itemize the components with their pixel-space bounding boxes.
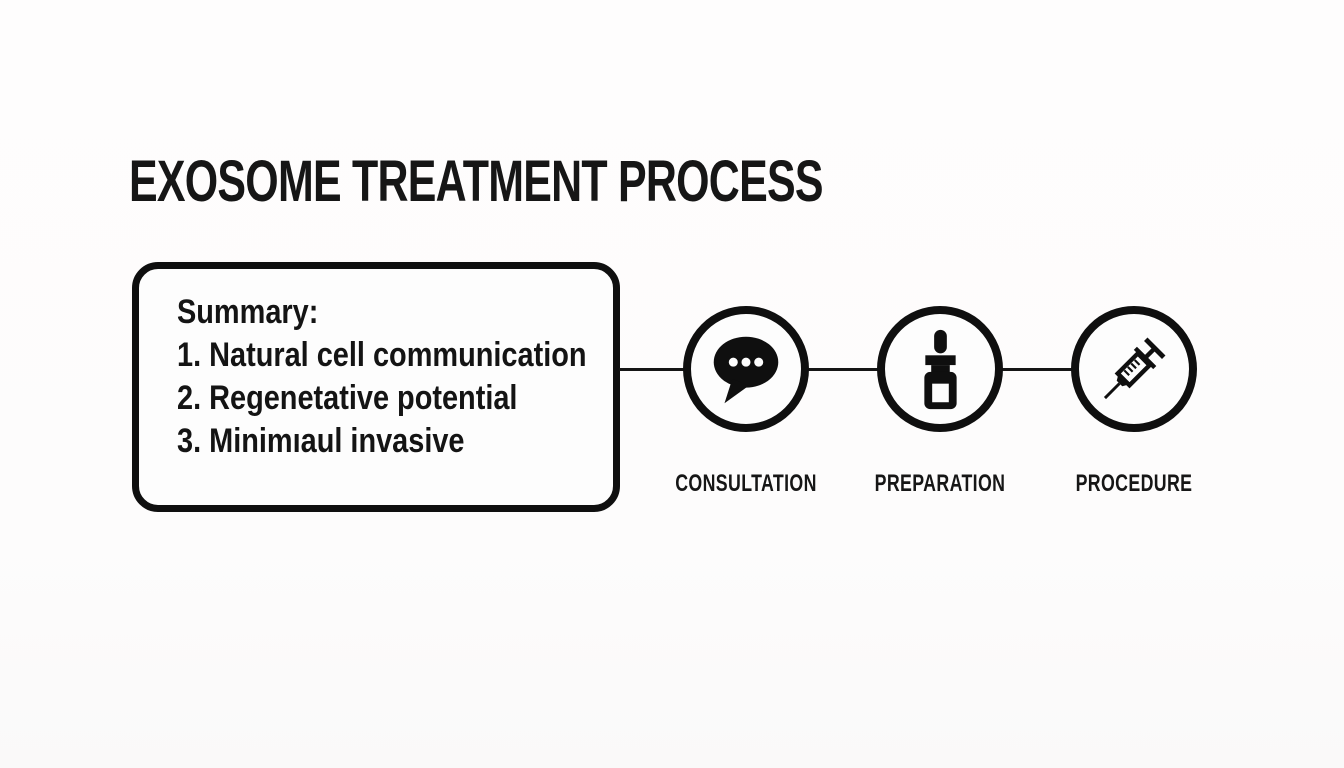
step-circle-preparation xyxy=(877,306,1003,432)
connector-line-box-to-consultation xyxy=(619,368,685,371)
step-circle-procedure xyxy=(1071,306,1197,432)
summary-box: Summary: 1. Natural cell communication 2… xyxy=(132,262,620,512)
summary-item-1: 1. Natural cell communication xyxy=(177,336,587,374)
speech-bubble-icon xyxy=(702,325,790,413)
summary-content: Summary: 1. Natural cell communication 2… xyxy=(177,291,587,463)
step-circle-consultation xyxy=(683,306,809,432)
summary-item-2: 2. Regenetative potential xyxy=(177,379,518,417)
dropper-bottle-icon xyxy=(896,325,984,413)
step-label-preparation: PREPARATION xyxy=(874,470,1006,497)
step-label-consultation: CONSULTATION xyxy=(675,470,817,497)
connector-line-preparation-to-procedure xyxy=(1001,368,1073,371)
page-title: EXOSOME TREATMENT PROCESS xyxy=(129,149,823,214)
step-label-procedure: PROCEDURE xyxy=(1075,470,1193,497)
summary-item-3: 3. Minimıaul invasive xyxy=(177,422,465,460)
syringe-icon xyxy=(1090,325,1178,413)
summary-heading: Summary: xyxy=(177,293,319,331)
connector-line-consultation-to-preparation xyxy=(807,368,879,371)
